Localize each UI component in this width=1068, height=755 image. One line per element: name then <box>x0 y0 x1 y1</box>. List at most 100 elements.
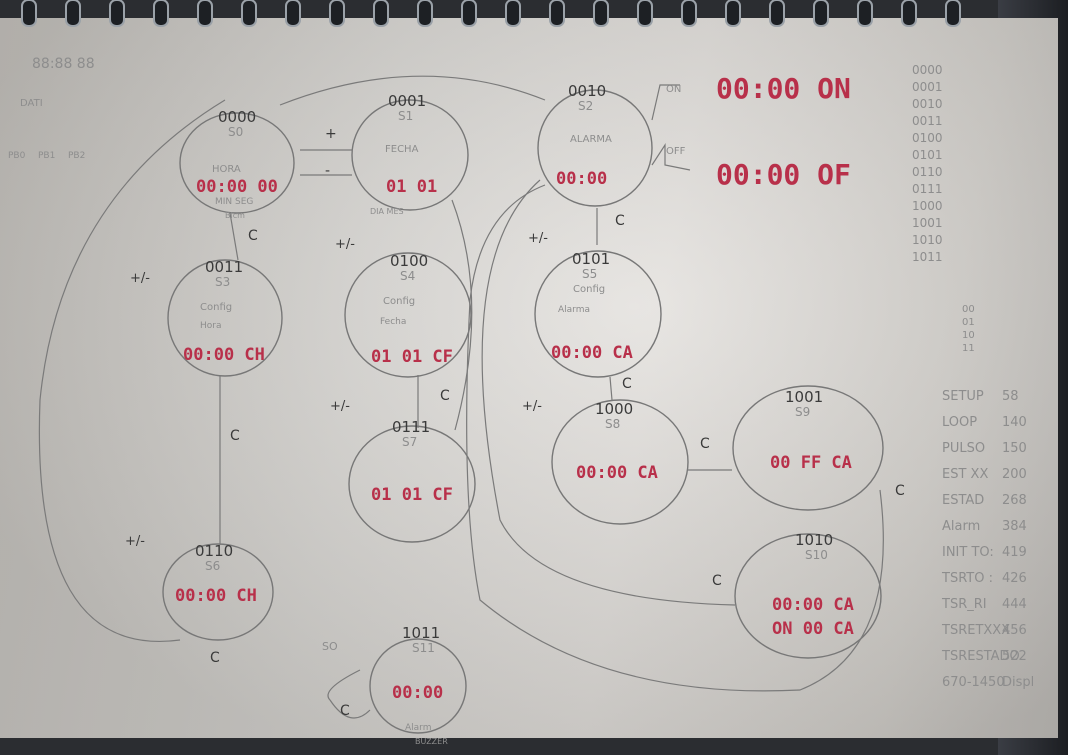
state-name: S9 <box>795 405 810 419</box>
state-code: 1000 <box>595 400 633 418</box>
spiral-ring <box>373 0 389 27</box>
spiral-ring <box>329 0 345 27</box>
state-circles <box>162 89 884 734</box>
transition-label: +/- <box>330 399 350 414</box>
seven-seg-display: 00:00 <box>392 683 443 703</box>
state-code: 0111 <box>392 418 430 436</box>
seven-seg-display: 01 01 CF <box>371 347 453 367</box>
state-subtitle: MIN SEG <box>215 197 253 207</box>
spiral-ring <box>461 0 477 27</box>
binary-item: 0011 <box>912 114 943 128</box>
small-list-item: 10 <box>962 330 975 341</box>
timing-value: 456 <box>1002 623 1027 638</box>
transition-label: C <box>230 428 240 444</box>
state-name: S6 <box>205 559 220 573</box>
spiral-binding <box>21 0 961 27</box>
binary-item: 0110 <box>912 165 943 179</box>
spiral-ring <box>505 0 521 27</box>
state-title: ALARMA <box>570 134 612 145</box>
transition-label: C <box>615 213 625 229</box>
alarm-output-display: 00:00 OF <box>716 158 851 191</box>
spiral-ring <box>945 0 961 27</box>
state-title: Config <box>573 284 605 295</box>
timing-name: SETUP <box>942 389 984 404</box>
state-subtitle: Alarm <box>405 723 431 733</box>
timing-value: 200 <box>1002 467 1027 482</box>
seven-seg-display-2: ON 00 CA <box>772 619 854 639</box>
state-name: S4 <box>400 269 415 283</box>
timing-name: LOOP <box>942 415 977 430</box>
binary-item: 0111 <box>912 182 943 196</box>
seven-seg-display: 00:00 CA <box>772 595 854 615</box>
state-code: 0001 <box>388 92 426 110</box>
seven-seg-display: 01 01 CF <box>371 485 453 505</box>
small-list-item: 11 <box>962 343 975 354</box>
state-code: 0010 <box>568 82 606 100</box>
alarm-condition: OFF <box>666 146 686 157</box>
spiral-ring <box>593 0 609 27</box>
state-code: 0100 <box>390 252 428 270</box>
seven-seg-display: 00:00 <box>556 169 607 189</box>
timing-value: 268 <box>1002 493 1027 508</box>
binary-item: 1011 <box>912 250 943 264</box>
timing-name: ESTAD <box>942 493 984 508</box>
state-title: Config <box>200 302 232 313</box>
spiral-ring <box>681 0 697 27</box>
spiral-ring <box>813 0 829 27</box>
transition-label: SO <box>322 640 338 653</box>
state-code: 0101 <box>572 250 610 268</box>
transition-label: C <box>340 703 350 719</box>
state-title: FECHA <box>385 144 419 155</box>
timing-name: EST XX <box>942 467 988 482</box>
spiral-ring <box>725 0 741 27</box>
timing-name: TSR_RI <box>941 597 987 612</box>
transition-label: C <box>895 483 905 499</box>
binary-item: 0100 <box>912 131 943 145</box>
spiral-ring <box>857 0 873 27</box>
spiral-ring <box>197 0 213 27</box>
timing-name: INIT TO: <box>942 545 994 560</box>
button-label: PB0 <box>8 151 26 161</box>
clock-label: 88:88 88 <box>32 56 95 72</box>
transition-label: C <box>700 436 710 452</box>
transition-label: + <box>325 126 337 142</box>
state-code: 1010 <box>795 531 833 549</box>
state-caption: Blcm <box>225 211 245 220</box>
timing-name: 670-1450 <box>942 675 1005 690</box>
spiral-ring <box>241 0 257 27</box>
spiral-ring <box>549 0 565 27</box>
state-name: S1 <box>398 109 413 123</box>
state-code: 0000 <box>218 108 256 126</box>
notebook-page <box>0 18 1058 738</box>
timing-name: TSRTO : <box>941 571 993 586</box>
page-lighting <box>0 18 1058 738</box>
transition-arrows <box>38 75 884 719</box>
state-subtitle: Fecha <box>380 317 406 327</box>
spiral-ring <box>21 0 37 27</box>
state-title: Config <box>383 296 415 307</box>
state-code: 1011 <box>402 624 440 642</box>
transition-label: - <box>325 163 330 179</box>
timing-name: PULSO <box>942 441 985 456</box>
binary-item: 1010 <box>912 233 943 247</box>
transition-label: +/- <box>335 237 355 252</box>
state-subtitle: Alarma <box>558 305 590 315</box>
button-label: PB1 <box>38 151 55 161</box>
timing-value: 384 <box>1002 519 1027 534</box>
spiral-ring <box>285 0 301 27</box>
transition-label: +/- <box>528 231 548 246</box>
state-name: S7 <box>402 435 417 449</box>
seven-seg-display: 00:00 CA <box>576 463 658 483</box>
state-title: HORA <box>212 164 241 175</box>
binary-item: 0010 <box>912 97 943 111</box>
seven-seg-display: 00:00 CA <box>551 343 633 363</box>
corner-label: DATI <box>20 98 43 109</box>
timing-value: Displ <box>1002 675 1034 690</box>
state-code: 1001 <box>785 388 823 406</box>
transition-label: C <box>248 228 258 244</box>
state-caption: BUZZER <box>415 737 448 746</box>
spiral-ring <box>153 0 169 27</box>
binary-item: 0001 <box>912 80 943 94</box>
spiral-ring <box>901 0 917 27</box>
